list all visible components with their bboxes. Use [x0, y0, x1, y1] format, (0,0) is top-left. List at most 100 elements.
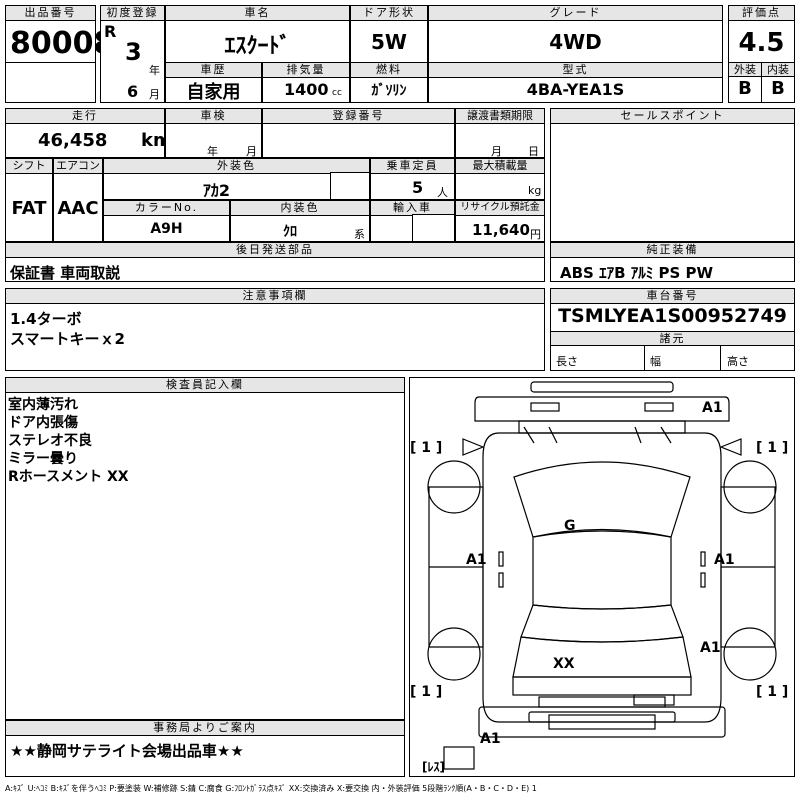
right-handle-front [700, 551, 706, 567]
notes-line1: 1.4ターボ [10, 310, 82, 328]
fuel-label: 燃料 [350, 62, 428, 78]
rear-glass [520, 604, 684, 643]
wheel-rear-right [723, 627, 777, 681]
max-load-unit: kg [528, 184, 542, 197]
tag-left-mid: A1 [466, 552, 487, 568]
reg-number-label: 登録番号 [262, 108, 455, 124]
rear-bumper [512, 676, 692, 696]
later-parts-label: 後日発送部品 [5, 242, 545, 258]
fuel-value: ｶﾞｿﾘﾝ [371, 83, 407, 99]
aircon-label: エアコン [53, 158, 103, 174]
shift-value: FAT [11, 198, 47, 219]
tag-bottom-left: A1 [480, 731, 501, 747]
first-reg-year: 3 [125, 38, 142, 66]
later-parts-value: 保証書 車両取説 [10, 264, 121, 282]
recycle-value: 11,640 [472, 221, 530, 239]
first-reg-month-unit: 月 [149, 88, 160, 101]
tag-center: G [564, 518, 576, 534]
dims-height: 高さ [727, 355, 749, 368]
color-no-value: A9H [150, 221, 183, 237]
capacity-value: 5 [412, 178, 424, 197]
grade-value: 4WD [549, 30, 602, 54]
score-ext-value: B [738, 78, 752, 99]
tag-right-mid: A1 [714, 552, 735, 568]
sales-point-label: セールスポイント [550, 108, 795, 124]
score-label: 評価点 [728, 5, 795, 21]
notes-label: 注意事項欄 [5, 288, 545, 304]
lot-number: 80008 [10, 26, 115, 61]
trunk [512, 636, 692, 678]
first-reg-month: 6 [127, 82, 139, 101]
displacement-unit: cc [332, 88, 342, 98]
mileage-value: 46,458 [38, 130, 108, 151]
displacement-value: 1400 [284, 80, 329, 99]
first-reg-label: 初度登録 [100, 5, 165, 21]
door-value: 5W [371, 30, 407, 54]
sales-point-box [550, 108, 795, 242]
dims-height-box [720, 345, 795, 371]
body-outline [482, 432, 722, 723]
transfer-month-unit: 月 [491, 145, 502, 158]
rear-panel [478, 706, 726, 738]
ext-color-divider [330, 172, 370, 200]
legend: A:ｷｽﾞ U:ﾍｺﾐ B:ｷｽﾞを伴うﾍｺﾐ P:要塗装 W:補修跡 S:錆 … [5, 784, 537, 793]
dims-length-box [550, 345, 645, 371]
capacity-unit: 人 [437, 186, 448, 199]
int-color-value: ｸﾛ [283, 224, 297, 240]
color-no-label: カラーNo. [103, 200, 230, 216]
displacement-label: 排気量 [262, 62, 350, 78]
int-color-label: 内装色 [230, 200, 370, 216]
capacity-label: 乗車定員 [370, 158, 455, 174]
grade-label: グレード [428, 5, 723, 21]
max-load-label: 最大積載量 [455, 158, 545, 174]
recycle-unit: 円 [530, 228, 541, 241]
tag-top-right: A1 [702, 400, 723, 416]
inspector-line-4: ミラー曇り [8, 451, 78, 467]
bracket-bottom-right: [ 1 ] [756, 684, 789, 700]
first-reg-era: R [104, 22, 117, 41]
front-grille [518, 420, 686, 434]
recycle-label: リサイクル預託金 [455, 200, 545, 216]
model-value: 4BA-YEA1S [526, 80, 625, 99]
first-reg-box [100, 5, 165, 103]
ext-color-label: 外装色 [103, 158, 370, 174]
import-divider [412, 214, 455, 242]
hood [474, 396, 730, 422]
inspector-box [5, 377, 405, 720]
car-name-label: 車名 [165, 5, 350, 21]
chassis-label: 車台番号 [550, 288, 795, 304]
inspector-line-3: ステレオ不良 [8, 433, 92, 449]
car-diagram [427, 381, 777, 770]
office-value: ★★静岡サテライト会場出品車★★ [10, 742, 244, 760]
windshield [513, 461, 691, 538]
wheel-front-left [427, 460, 481, 514]
inspector-line-2: ドア内張傷 [8, 415, 78, 431]
wheel-front-right [723, 460, 777, 514]
aircon-value: AAC [57, 198, 99, 219]
inspection-year-unit: 年 [207, 145, 218, 158]
shift-label: シフト [5, 158, 53, 174]
dims-width: 幅 [650, 355, 661, 368]
history-label: 車歴 [165, 62, 262, 78]
door-label: ドア形状 [350, 5, 428, 21]
spare-box [443, 746, 475, 770]
transfer-label: 譲渡書類期限 [455, 108, 545, 124]
chassis-value: TSMLYEA1S00952749 [558, 305, 787, 327]
right-handle-rear [700, 572, 706, 588]
mirror-right [719, 438, 742, 456]
mirror-left [462, 438, 485, 456]
inspection-label: 車検 [165, 108, 262, 124]
inspector-line-1: 室内薄汚れ [8, 397, 78, 413]
bracket-top-left: [ 1 ] [410, 440, 443, 456]
left-handle-rear [498, 572, 504, 588]
bracket-top-right: [ 1 ] [756, 440, 789, 456]
first-reg-year-unit: 年 [149, 64, 160, 77]
score-int-box [761, 76, 795, 103]
ext-color-value: ｱｶ2 [202, 181, 231, 200]
mileage-label: 走行 [5, 108, 165, 124]
lot-lower-box [5, 62, 96, 103]
rear-tailgate [633, 694, 675, 706]
score-value: 4.5 [738, 28, 785, 58]
inspector-line-5: Rホースメント XX [8, 469, 129, 485]
model-label: 型式 [428, 62, 723, 78]
